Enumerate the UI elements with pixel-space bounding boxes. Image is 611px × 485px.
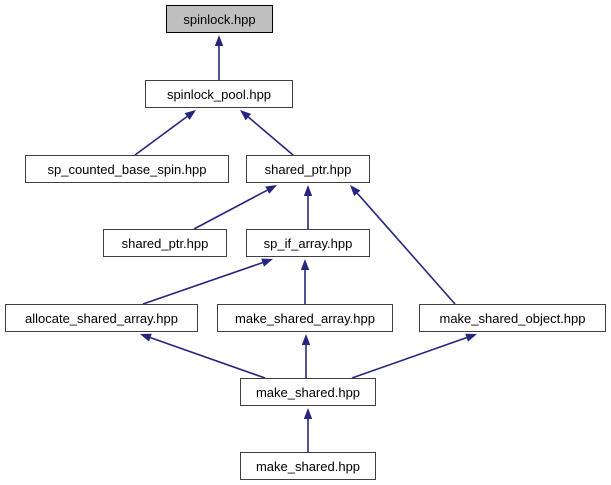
edge-arrowhead-shared_ptr_top-to-spinlock_pool: [240, 110, 252, 121]
graph-node-label: sp_counted_base_spin.hpp: [47, 161, 207, 177]
graph-node-label: sp_if_array.hpp: [263, 235, 353, 251]
edge-arrowhead-shared_ptr_mid-to-shared_ptr_top: [265, 185, 277, 194]
graph-node-make_shared_upper[interactable]: make_shared.hpp: [240, 378, 376, 406]
edge-line-make_shared_upper-to-allocate_shared_array: [150, 336, 266, 379]
edge-arrowhead-make_shared_upper-to-make_shared_object: [465, 333, 477, 342]
graph-node-label: spinlock.hpp: [183, 11, 256, 27]
graph-node-shared_ptr_top[interactable]: shared_ptr.hpp: [246, 155, 370, 183]
graph-node-label: shared_ptr.hpp: [121, 235, 209, 251]
edge-arrowhead-allocate_shared_array-to-sp_if_array: [261, 258, 273, 267]
edge-arrowhead-make_shared_array-to-sp_if_array: [300, 259, 310, 270]
edge-arrowhead-make_shared_object-to-shared_ptr_top: [350, 185, 361, 197]
edge-line-sp_counted_base_spin-to-spinlock_pool: [134, 115, 188, 156]
graph-node-label: make_shared.hpp: [255, 384, 361, 400]
graph-node-sp_counted_base_spin[interactable]: sp_counted_base_spin.hpp: [25, 155, 229, 183]
edge-line-make_shared_upper-to-make_shared_object: [351, 336, 467, 379]
edge-arrowhead-sp_if_array-to-shared_ptr_top: [303, 185, 313, 196]
graph-node-sp_if_array[interactable]: sp_if_array.hpp: [246, 229, 370, 257]
edge-arrowhead-make_shared_upper-to-allocate_shared_array: [140, 333, 152, 342]
edge-line-shared_ptr_top-to-spinlock_pool: [247, 116, 294, 156]
graph-node-spinlock[interactable]: spinlock.hpp: [166, 5, 273, 33]
graph-node-make_shared_lower[interactable]: make_shared.hpp: [240, 452, 376, 480]
edge-arrowhead-make_shared_upper-to-make_shared_array: [301, 334, 311, 345]
graph-node-label: make_shared.hpp: [255, 458, 361, 474]
graph-node-shared_ptr_mid[interactable]: shared_ptr.hpp: [103, 229, 227, 257]
graph-node-spinlock_pool[interactable]: spinlock_pool.hpp: [145, 80, 293, 108]
graph-node-allocate_shared_array[interactable]: allocate_shared_array.hpp: [5, 304, 198, 332]
edge-line-make_shared_object-to-shared_ptr_top: [356, 192, 456, 305]
graph-node-label: make_shared_array.hpp: [235, 310, 375, 326]
graph-node-make_shared_array[interactable]: make_shared_array.hpp: [217, 304, 393, 332]
edge-arrowhead-sp_counted_base_spin-to-spinlock_pool: [184, 110, 196, 120]
edge-line-shared_ptr_mid-to-shared_ptr_top: [193, 189, 268, 230]
edge-arrowhead-spinlock_pool-to-spinlock: [214, 35, 224, 46]
graph-node-label: spinlock_pool.hpp: [166, 86, 272, 102]
graph-node-label: make_shared_object.hpp: [439, 310, 586, 326]
graph-node-make_shared_object[interactable]: make_shared_object.hpp: [419, 304, 606, 332]
edge-arrowhead-make_shared_lower-to-make_shared_upper: [303, 408, 313, 419]
edge-line-allocate_shared_array-to-sp_if_array: [142, 261, 263, 305]
graph-node-label: shared_ptr.hpp: [264, 161, 352, 177]
graph-node-label: allocate_shared_array.hpp: [25, 310, 178, 326]
